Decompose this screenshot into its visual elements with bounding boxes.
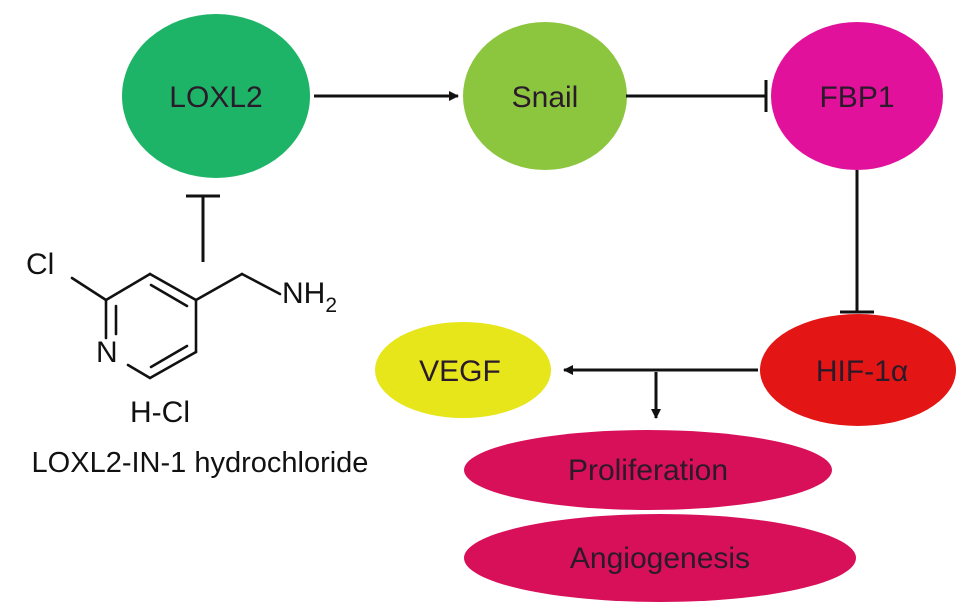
node-hif1a: HIF-1α bbox=[760, 314, 956, 426]
node-fbp1-label: FBP1 bbox=[819, 81, 894, 114]
node-loxl2: LOXL2 bbox=[122, 14, 310, 178]
chemical-structure: Cl N NH2 H-Cl LOXL2-IN-1 hydrochloride bbox=[26, 248, 368, 479]
atom-label-nh: NH bbox=[282, 277, 325, 310]
edge-fbp1-inhibits-hif1a bbox=[840, 170, 874, 314]
bond-c3-c4 bbox=[148, 272, 198, 302]
bond-ch2-nh2 bbox=[240, 272, 282, 296]
node-hif1a-label: HIF-1α bbox=[816, 355, 908, 388]
node-angiogenesis: Angiogenesis bbox=[464, 514, 856, 602]
bond-c4-ch2 bbox=[194, 272, 244, 302]
node-loxl2-label: LOXL2 bbox=[169, 81, 262, 114]
atom-label-nh2: NH2 bbox=[282, 277, 337, 317]
node-angiogenesis-shape bbox=[464, 514, 856, 602]
node-angiogenesis-label: Angiogenesis bbox=[570, 542, 750, 575]
atom-label-cl: Cl bbox=[26, 248, 54, 281]
salt-label: H-Cl bbox=[130, 396, 190, 429]
node-proliferation: Proliferation bbox=[464, 430, 832, 510]
bond-c2-cl bbox=[70, 276, 108, 302]
atom-label-nh2-subscript: 2 bbox=[325, 294, 337, 317]
bond-c3-c4-double bbox=[149, 283, 189, 308]
node-fbp1: FBP1 bbox=[771, 22, 943, 170]
bond-c6-n bbox=[126, 363, 152, 380]
compound-name: LOXL2-IN-1 hydrochloride bbox=[32, 447, 369, 479]
bond-c5-c6 bbox=[148, 350, 198, 380]
node-proliferation-shape bbox=[464, 430, 832, 510]
node-proliferation-label: Proliferation bbox=[568, 454, 728, 487]
edge-snail-inhibits-fbp1 bbox=[626, 80, 768, 112]
node-fbp1-shape bbox=[771, 22, 943, 170]
node-vegf-label: VEGF bbox=[419, 355, 501, 388]
atom-label-n: N bbox=[96, 336, 118, 369]
node-snail: Snail bbox=[463, 22, 627, 170]
node-hif1a-shape bbox=[760, 314, 956, 426]
node-loxl2-shape bbox=[122, 14, 310, 178]
bond-c5-c6-double bbox=[149, 344, 189, 369]
node-snail-label: Snail bbox=[512, 81, 579, 114]
node-vegf-shape bbox=[375, 322, 551, 418]
node-vegf: VEGF bbox=[375, 322, 551, 418]
edge-compound-inhibits-loxl2 bbox=[186, 194, 220, 262]
node-snail-shape bbox=[463, 22, 627, 170]
bond-c2-c3 bbox=[104, 272, 152, 302]
